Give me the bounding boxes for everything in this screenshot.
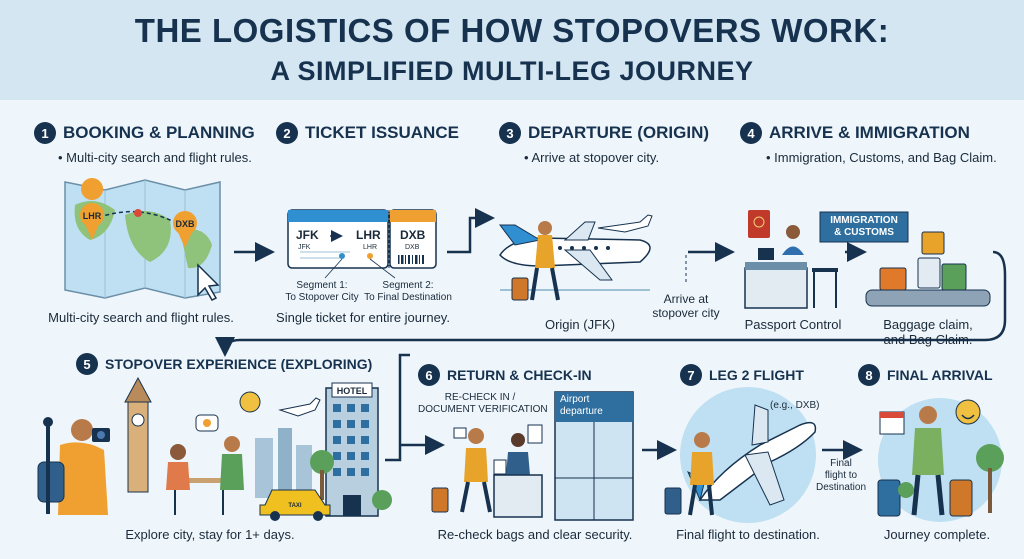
leg2-note: (e.g., DXB)	[770, 400, 820, 411]
step-4-title: ARRIVE & IMMIGRATION	[769, 123, 970, 142]
step-7-heading: 7 LEG 2 FLIGHT	[680, 364, 804, 386]
step-6-caption: Re-check bags and clear security.	[437, 527, 633, 542]
flow-arrows	[215, 208, 1007, 462]
step-6-number: 6	[418, 364, 440, 386]
step-1-heading: 1 BOOKING & PLANNING	[34, 122, 255, 144]
segment-2-label: Segment 2:To Final Destination	[364, 280, 452, 303]
check-in-icon	[431, 391, 634, 521]
ticket-from-small: JFK	[298, 244, 311, 251]
step-1-number: 1	[34, 122, 56, 144]
taxi-sign-text: TAXI	[288, 503, 302, 509]
step-7-title: LEG 2 FLIGHT	[709, 367, 804, 383]
step-6-heading: 6 RETURN & CHECK-IN	[418, 364, 592, 386]
step-8-heading: 8 FINAL ARRIVAL	[858, 364, 993, 386]
step-7-caption: Final flight to destination.	[676, 527, 820, 542]
step-6-title: RETURN & CHECK-IN	[447, 367, 592, 383]
step-1-title: BOOKING & PLANNING	[63, 123, 255, 142]
city-exploration-icon	[37, 376, 392, 521]
ticket-final-small: DXB	[405, 244, 420, 251]
arrow-4-5	[215, 250, 1007, 357]
step-5-number: 5	[76, 353, 98, 375]
ticket-icon	[287, 209, 437, 279]
leg2-airplane-icon	[664, 387, 817, 523]
step-1-caption: Multi-city search and flight rules.	[48, 310, 234, 325]
header-banner: THE LOGISTICS OF HOW STOPOVERS WORK: A S…	[0, 0, 1024, 100]
arrow-5-6a	[385, 353, 410, 462]
step-5-caption: Explore city, stay for 1+ days.	[125, 527, 295, 542]
ticket-to-small: LHR	[363, 244, 378, 251]
step-4-bullet: • Immigration, Customs, and Bag Claim.	[766, 150, 997, 165]
step-3-bullet: • Arrive at stopover city.	[524, 150, 660, 165]
immigration-sign-text: IMMIGRATION& CUSTOMS	[830, 215, 898, 238]
baggage-claim-icon	[865, 231, 991, 307]
step-3-heading: 3 DEPARTURE (ORIGIN)	[499, 122, 709, 144]
map-pin-label-dxb: DXB	[175, 219, 195, 229]
ticket-from-code: JFK	[296, 228, 319, 242]
segment-1-label: Segment 1:To Stopover City	[285, 280, 359, 303]
step-4-heading: 4 ARRIVE & IMMIGRATION	[740, 122, 970, 144]
step-2-number: 2	[276, 122, 298, 144]
step-2-caption: Single ticket for entire journey.	[276, 310, 450, 325]
step-2-heading: 2 TICKET ISSUANCE	[276, 122, 459, 144]
hotel-sign-text: HOTEL	[336, 386, 368, 396]
ticket-to-code: LHR	[356, 228, 381, 242]
immigration-sign	[819, 211, 909, 243]
step-8-title: FINAL ARRIVAL	[887, 367, 993, 383]
arrow-2-3	[447, 208, 495, 254]
airport-departure-sign	[555, 392, 633, 422]
step-4-baggage-caption: Baggage claim,and Bag Claim.	[883, 317, 973, 347]
step-1-bullet: • Multi-city search and flight rules.	[58, 150, 252, 165]
step-3-number: 3	[499, 122, 521, 144]
step-4-caption: Passport Control	[744, 317, 842, 332]
departure-airplane-icon	[499, 214, 653, 301]
step-3-caption: Origin (JFK)	[544, 317, 616, 332]
step-8-number: 8	[858, 364, 880, 386]
step-2-title: TICKET ISSUANCE	[305, 123, 459, 142]
map-pin-label-lhr: LHR	[82, 211, 102, 221]
recheck-label: RE-CHECK IN /DOCUMENT VERIFICATION	[418, 392, 548, 415]
step-5-title: STOPOVER EXPERIENCE (EXPLORING)	[105, 356, 373, 372]
page-subtitle: A SIMPLIFIED MULTI-LEG JOURNEY	[270, 56, 754, 86]
step-3-title: DEPARTURE (ORIGIN)	[528, 123, 710, 142]
final-arrival-icon	[877, 398, 1004, 522]
passport-control-icon	[744, 210, 909, 309]
ticket-final-code: DXB	[400, 228, 426, 242]
page-title: THE LOGISTICS OF HOW STOPOVERS WORK:	[134, 12, 890, 49]
step-7-number: 7	[680, 364, 702, 386]
world-map-icon	[64, 178, 221, 301]
step-5-heading: 5 STOPOVER EXPERIENCE (EXPLORING)	[76, 353, 372, 375]
step-4-number: 4	[740, 122, 762, 144]
step-8-caption: Journey complete.	[883, 527, 991, 542]
